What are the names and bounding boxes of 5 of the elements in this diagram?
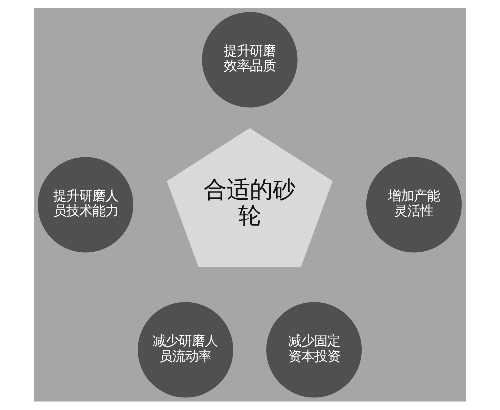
node-circle: 增加产能灵活性	[366, 156, 463, 254]
node-circle: 减少研磨人员流动率	[137, 301, 234, 399]
node-circle: 提升研磨效率品质	[201, 11, 299, 109]
node-circle: 提升研磨人员技术能力	[37, 156, 134, 254]
node-circle: 减少固定资本投资	[266, 301, 363, 399]
